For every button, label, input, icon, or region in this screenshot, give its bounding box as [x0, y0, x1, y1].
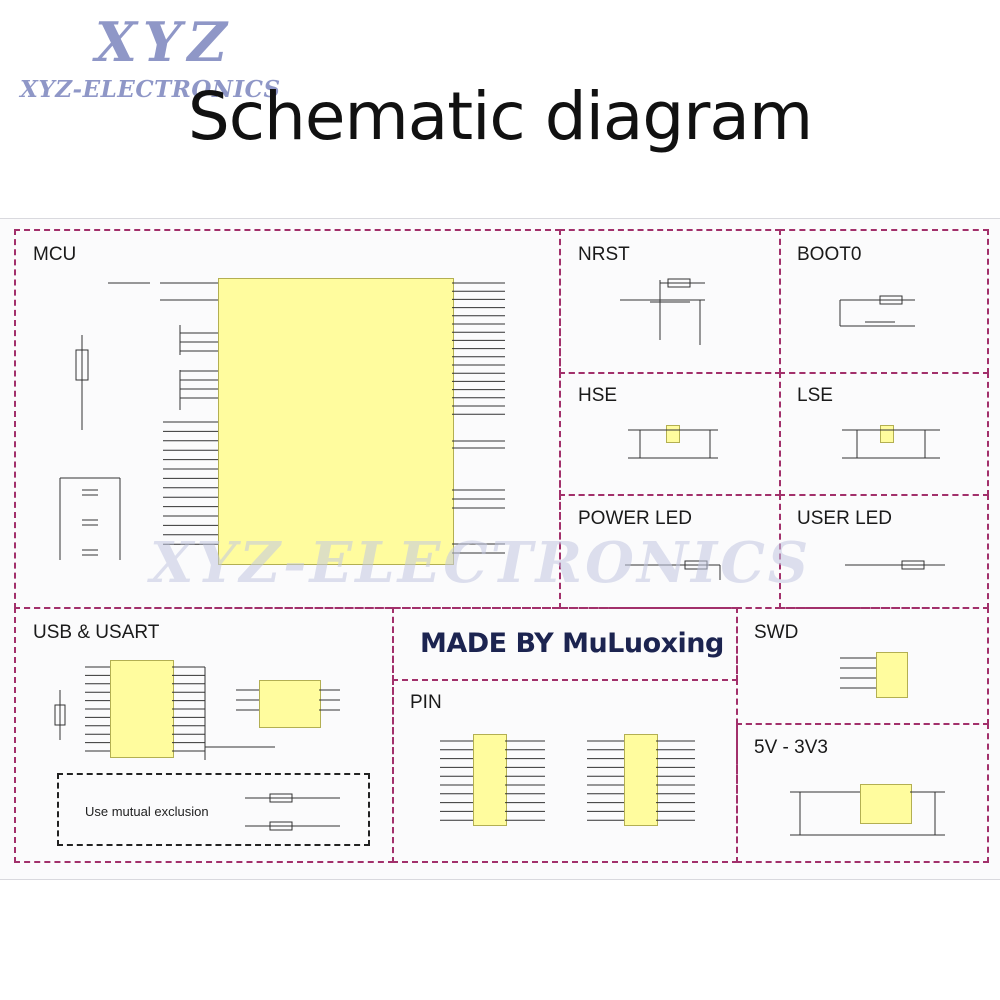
pin-header-p2	[473, 734, 507, 826]
brand-logo: XYZ XYZ-ELECTRONICS	[20, 10, 290, 105]
made-by-label: MADE BY MuLuoxing	[420, 628, 724, 659]
mcu-chip	[218, 278, 454, 565]
regulator-section	[736, 723, 989, 863]
section-label-hse: HSE	[578, 385, 618, 406]
r7-resistor	[901, 560, 925, 570]
watermark: XYZ-ELECTRONICS	[150, 530, 812, 596]
swd-header	[876, 652, 908, 698]
section-label-nrst: NRST	[578, 244, 630, 265]
section-label-boot0: BOOT0	[797, 244, 862, 265]
section-label-lse: LSE	[797, 385, 833, 406]
section-label-usb-usart: USB & USART	[33, 622, 160, 643]
mutual-exclusion-box	[57, 773, 370, 846]
logo-wordmark: XYZ-ELECTRONICS	[20, 76, 281, 103]
section-label-swd: SWD	[754, 622, 799, 643]
section-label-mcu: MCU	[33, 244, 77, 265]
page-title: Schematic diagram	[187, 78, 813, 155]
r2-resistor	[879, 295, 903, 305]
mutual-exclusion-note: Use mutual exclusion	[85, 804, 209, 819]
r4-resistor	[269, 793, 293, 803]
regulator-chip	[860, 784, 912, 824]
r6-resistor	[684, 560, 708, 570]
section-label-power-led: POWER LED	[578, 508, 693, 529]
r3-resistor	[54, 704, 66, 726]
ferrite-bead	[75, 349, 89, 381]
r1-resistor	[667, 278, 691, 288]
section-label-pin: PIN	[410, 692, 442, 713]
section-label-user-led: USER LED	[797, 508, 893, 529]
ch340-chip	[259, 680, 321, 728]
logo-mark: XYZ	[95, 10, 233, 74]
pin-header-p1	[624, 734, 658, 826]
r5-resistor	[269, 821, 293, 831]
section-label-regulator: 5V - 3V3	[754, 737, 828, 758]
